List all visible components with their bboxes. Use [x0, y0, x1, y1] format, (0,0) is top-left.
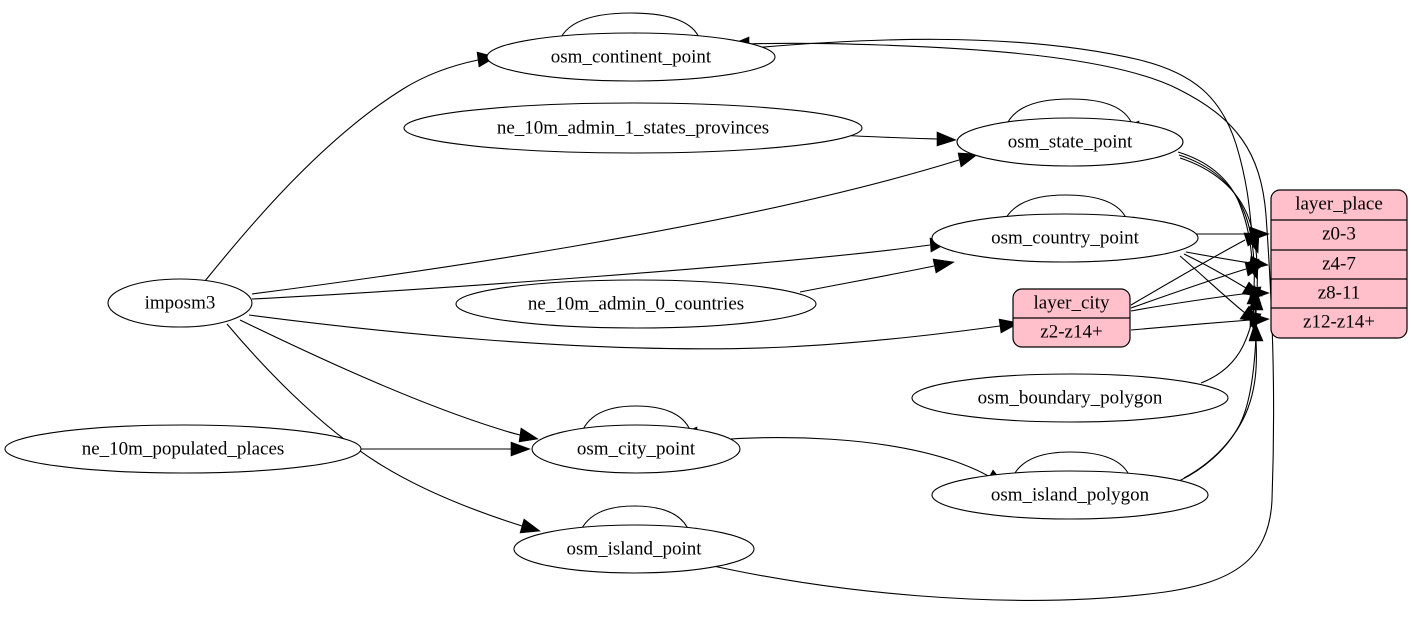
node-ne_10m_admin_0_countries[interactable]: ne_10m_admin_0_countries — [455, 279, 817, 329]
layer_place-row-z0-3[interactable]: z0-3 — [1322, 223, 1356, 244]
edge-imposm3-to-osm_city_point — [239, 319, 539, 443]
edge-osm_island_polygon-to-layer_place_z12 — [1183, 321, 1264, 479]
node-osm_city_point[interactable]: osm_city_point — [531, 424, 741, 474]
layer-node-layer_city[interactable]: layer_city z2-z14+ — [1012, 288, 1131, 348]
node-label-ne_10m_populated_places: ne_10m_populated_places — [82, 438, 285, 459]
node-osm_island_point[interactable]: osm_island_point — [513, 524, 755, 574]
node-label-osm_boundary_polygon: osm_boundary_polygon — [978, 387, 1163, 408]
edge-layer_city-to-layer_place_z0_3 — [1130, 232, 1265, 306]
node-label-osm_state_point: osm_state_point — [1008, 131, 1133, 152]
layer_place-row-z8-11[interactable]: z8-11 — [1318, 282, 1361, 303]
edge-ne_countries-to-osm_country_point — [799, 258, 955, 293]
edge-imposm3-to-osm_continent_point — [204, 51, 497, 282]
node-label-ne_10m_admin_0_countries: ne_10m_admin_0_countries — [528, 293, 744, 314]
edge-osm_city_point-to-osm_island_polygon — [715, 437, 1006, 486]
edge-layer_city-to-layer_place_z4_7 — [1130, 261, 1266, 309]
node-label-osm_island_polygon: osm_island_polygon — [991, 484, 1150, 505]
layer_city-title: layer_city — [1034, 292, 1110, 313]
edge-osm_state_point-to-layer_place_z4_7 — [1177, 151, 1260, 280]
node-label-imposm3: imposm3 — [145, 292, 216, 313]
layer_place-title: layer_place — [1295, 193, 1383, 214]
node-osm_island_polygon[interactable]: osm_island_polygon — [931, 470, 1209, 520]
layer_place-row-z12-z14[interactable]: z12-z14+ — [1303, 311, 1375, 332]
layer_city-row-z2-z14[interactable]: z2-z14+ — [1040, 321, 1102, 342]
node-ne_10m_populated_places[interactable]: ne_10m_populated_places — [4, 424, 362, 474]
node-ne_10m_admin_1_states_provinces[interactable]: ne_10m_admin_1_states_provinces — [403, 102, 863, 154]
node-imposm3[interactable]: imposm3 — [107, 278, 253, 328]
node-osm_state_point[interactable]: osm_state_point — [956, 117, 1184, 167]
node-label-osm_country_point: osm_country_point — [991, 227, 1139, 248]
edge-ne_places-to-osm_city_point — [361, 441, 531, 457]
layer_place-row-z4-7[interactable]: z4-7 — [1322, 253, 1356, 274]
node-osm_continent_point[interactable]: osm_continent_point — [486, 32, 776, 82]
node-osm_country_point[interactable]: osm_country_point — [931, 213, 1199, 263]
node-label-ne_10m_admin_1_states_provinces: ne_10m_admin_1_states_provinces — [497, 117, 769, 138]
node-label-osm_continent_point: osm_continent_point — [551, 46, 712, 67]
edge-imposm3-to-osm_state_point — [251, 152, 979, 295]
node-osm_boundary_polygon[interactable]: osm_boundary_polygon — [911, 373, 1229, 423]
layer-node-layer_place[interactable]: layer_place z0-3 z4-7 z8-11 z12-z14+ — [1270, 189, 1408, 339]
edge-imposm3-to-osm_island_point — [226, 323, 541, 534]
node-layer: imposm3 osm_continent_point ne_10m_admin… — [4, 32, 1229, 574]
node-label-osm_island_point: osm_island_point — [566, 538, 702, 559]
node-label-osm_city_point: osm_city_point — [577, 438, 696, 459]
